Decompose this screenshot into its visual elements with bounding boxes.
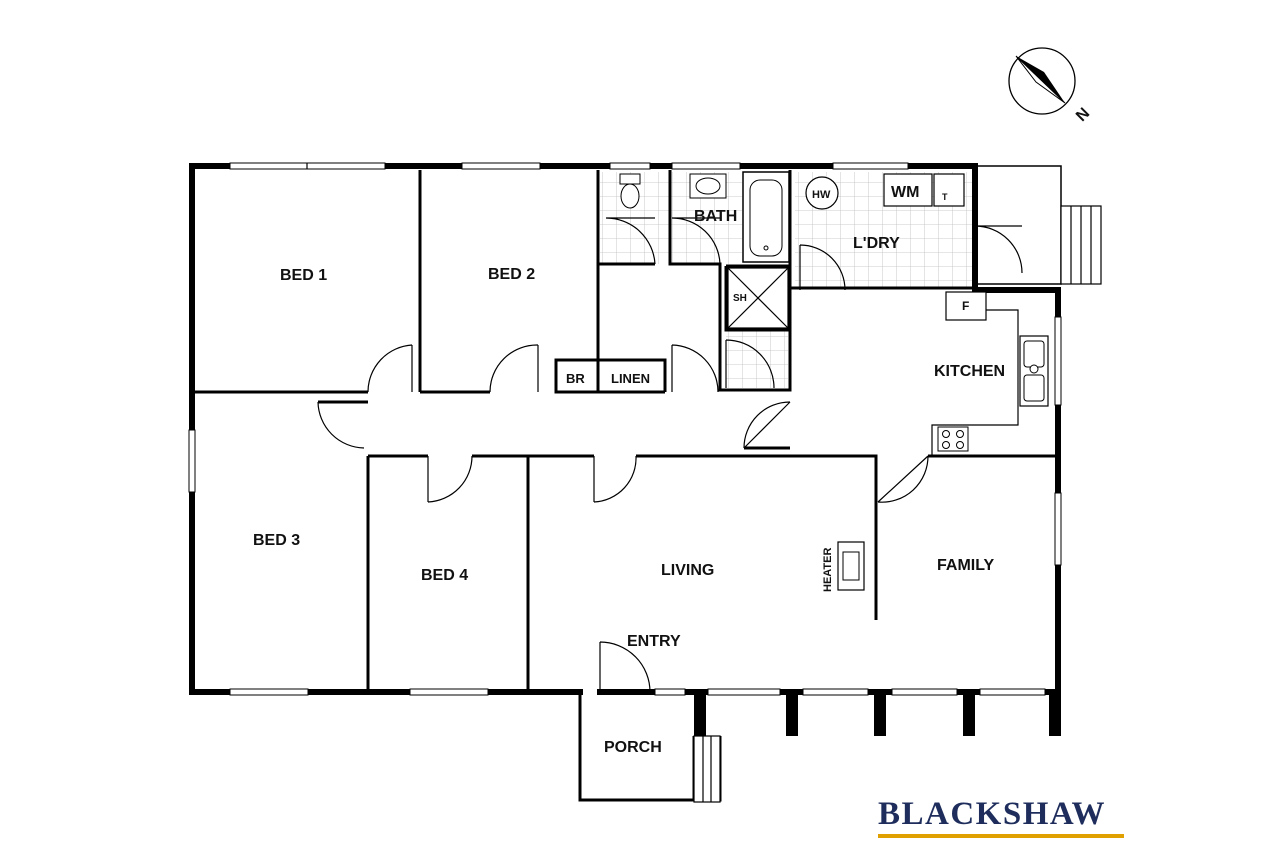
label-entry: ENTRY: [627, 633, 681, 650]
label-hot-water: HW: [812, 189, 831, 201]
sink-fixture: [1019, 335, 1049, 407]
label-fridge: F: [962, 299, 969, 313]
label-bed-4: BED 4: [421, 567, 468, 584]
label-heater: HEATER: [822, 548, 834, 592]
label-laundry: L'DRY: [853, 235, 900, 252]
label-linen: LINEN: [611, 371, 650, 386]
label-kitchen: KITCHEN: [934, 363, 1005, 380]
label-br: BR: [566, 371, 585, 386]
bathtub-fixture: [742, 171, 790, 263]
label-porch: PORCH: [604, 739, 662, 756]
north-label: N: [1073, 105, 1093, 125]
label-family: FAMILY: [937, 557, 995, 574]
interior-walls: [195, 170, 1058, 802]
windows: [188, 162, 1062, 696]
kitchen-bench: [931, 309, 1019, 456]
label-washing-machine: WM: [891, 184, 919, 201]
porch-steps: [693, 735, 721, 803]
brand-name: BLACKSHAW: [878, 796, 1107, 832]
shower-fixture: [727, 267, 789, 329]
brand-logo: BLACKSHAW: [878, 796, 1124, 840]
label-shower: SH: [733, 293, 747, 304]
label-bath: BATH: [694, 208, 737, 225]
laundry-tub-fixture: [933, 173, 965, 207]
washing-machine-fixture: [883, 173, 933, 207]
basin-fixture: [689, 173, 727, 199]
doors: [317, 217, 1023, 693]
fridge-fixture: [945, 291, 987, 321]
landing-steps: [974, 165, 1102, 285]
north-compass-icon: N: [1008, 47, 1093, 125]
toilet-fixture: [619, 173, 641, 209]
hot-water-fixture: [805, 176, 839, 210]
label-bed-3: BED 3: [253, 532, 300, 549]
cooktop-fixture: [937, 426, 969, 452]
heater-fixture: [837, 541, 865, 591]
label-bed-1: BED 1: [280, 267, 327, 284]
label-tub: T: [942, 192, 948, 202]
verandah-posts: [694, 692, 1061, 736]
label-living: LIVING: [661, 562, 714, 579]
brand-underline: [878, 834, 1124, 838]
label-bed-2: BED 2: [488, 266, 535, 283]
